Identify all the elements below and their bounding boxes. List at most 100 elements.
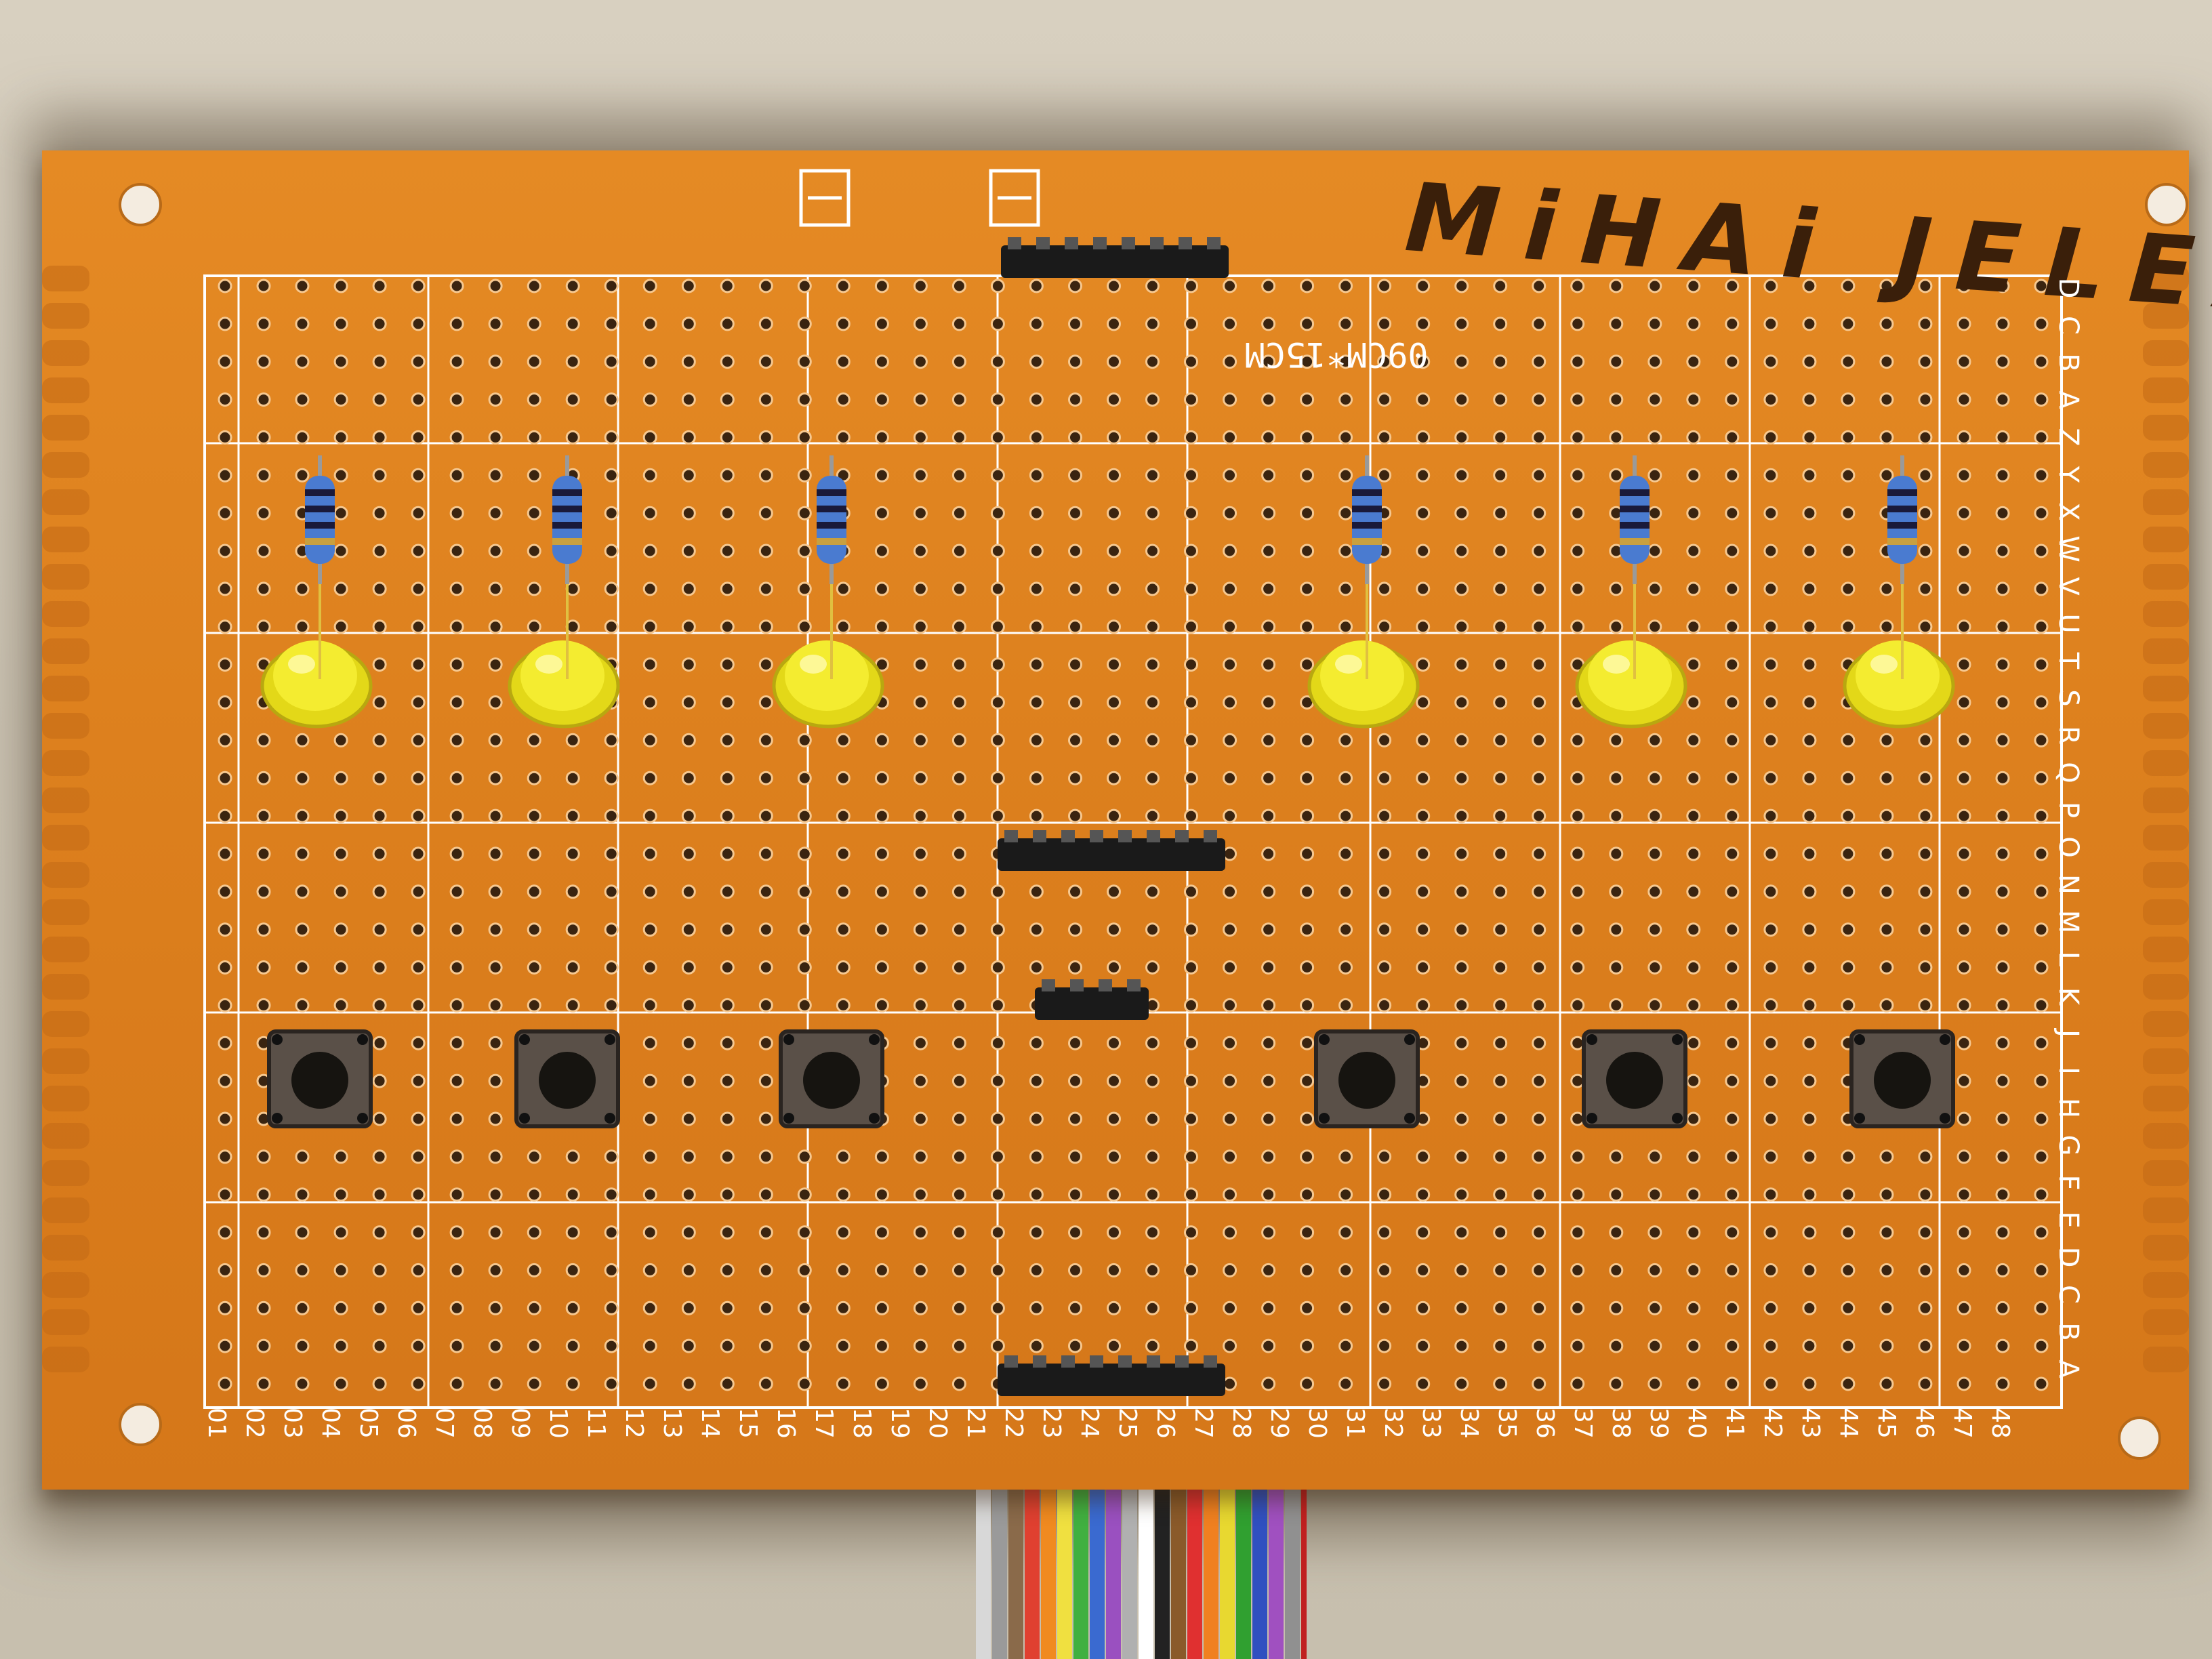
- board-hole: [1338, 1187, 1353, 1202]
- board-hole: [1493, 960, 1508, 975]
- board-hole: [1493, 733, 1508, 747]
- board-hole: [372, 808, 387, 823]
- board-hole: [1879, 1376, 1894, 1391]
- board-hole: [836, 884, 851, 899]
- board-hole: [1068, 808, 1082, 823]
- column-number-label: 13: [658, 1408, 686, 1439]
- board-hole: [1995, 468, 2010, 483]
- board-hole: [1068, 279, 1082, 293]
- board-hole: [372, 733, 387, 747]
- board-hole: [1995, 392, 2010, 407]
- board-hole: [604, 619, 619, 634]
- board-hole: [681, 657, 696, 672]
- board-hole: [411, 922, 426, 937]
- board-hole: [874, 279, 889, 293]
- board-hole: [758, 354, 773, 369]
- board-hole: [1763, 771, 1778, 785]
- board-hole: [1416, 279, 1431, 293]
- board-hole: [2034, 581, 2049, 596]
- board-hole: [1300, 1111, 1315, 1126]
- board-hole: [372, 430, 387, 445]
- board-hole: [913, 846, 928, 861]
- board-hole: [1184, 808, 1198, 823]
- board-hole: [990, 695, 1005, 710]
- board-hole: [449, 1225, 464, 1240]
- push-button-corner: [783, 1034, 794, 1045]
- board-hole: [1416, 733, 1431, 747]
- edge-pad-right: [2143, 1048, 2189, 1074]
- resistor: [305, 455, 335, 584]
- board-hole: [1609, 998, 1624, 1012]
- board-hole: [874, 733, 889, 747]
- board-hole: [1995, 733, 2010, 747]
- column-number-label: 15: [734, 1408, 762, 1439]
- edge-pad-left: [42, 415, 89, 441]
- board-hole: [1261, 1376, 1276, 1391]
- board-hole: [1879, 430, 1894, 445]
- board-hole: [990, 279, 1005, 293]
- board-hole: [1802, 1149, 1817, 1164]
- board-hole: [1377, 884, 1392, 899]
- pin-header-pin: [1008, 237, 1021, 249]
- edge-pad-right: [2143, 899, 2189, 925]
- resistor: [1620, 455, 1650, 584]
- board-hole: [990, 657, 1005, 672]
- pin-header-small: [1035, 979, 1149, 1020]
- board-hole: [218, 1338, 232, 1353]
- board-hole: [1570, 1263, 1585, 1277]
- board-hole: [1532, 279, 1547, 293]
- board-hole: [1223, 1149, 1237, 1164]
- board-hole: [1725, 1149, 1740, 1164]
- board-hole: [1184, 771, 1198, 785]
- board-hole: [720, 392, 735, 407]
- board-hole: [1995, 1036, 2010, 1050]
- board-hole: [333, 808, 348, 823]
- ribbon-wire: [1025, 1477, 1040, 1659]
- board-hole: [1647, 354, 1662, 369]
- board-hole: [1454, 1073, 1469, 1088]
- board-hole: [1223, 922, 1237, 937]
- board-hole: [1802, 808, 1817, 823]
- board-hole: [720, 1263, 735, 1277]
- board-hole: [836, 354, 851, 369]
- edge-pad-right: [2143, 564, 2189, 590]
- board-hole: [1107, 619, 1121, 634]
- board-hole: [1107, 1300, 1121, 1315]
- column-number-label: 43: [1797, 1408, 1824, 1439]
- board-hole: [1532, 506, 1547, 520]
- board-hole: [1029, 922, 1044, 937]
- board-hole: [1570, 1187, 1585, 1202]
- board-hole: [874, 1187, 889, 1202]
- perfboard: 09CM*15CM: [42, 150, 2189, 1490]
- board-hole: [836, 1300, 851, 1315]
- board-hole: [218, 1111, 232, 1126]
- board-hole: [1223, 1111, 1237, 1126]
- board-hole: [874, 1225, 889, 1240]
- board-hole: [1261, 922, 1276, 937]
- edge-pad-right: [2143, 862, 2189, 888]
- pin-header-top: [1001, 237, 1229, 278]
- board-hole: [333, 922, 348, 937]
- edge-pad-left: [42, 1048, 89, 1074]
- board-hole: [1995, 1187, 2010, 1202]
- board-hole: [1029, 657, 1044, 672]
- board-hole: [836, 1376, 851, 1391]
- board-hole: [681, 1111, 696, 1126]
- board-hole: [990, 884, 1005, 899]
- edge-pad-left: [42, 937, 89, 962]
- board-hole: [681, 506, 696, 520]
- edge-pad-right: [2143, 1123, 2189, 1149]
- resistor: [552, 455, 582, 584]
- board-hole: [1416, 506, 1431, 520]
- board-hole: [1454, 733, 1469, 747]
- board-hole: [990, 1300, 1005, 1315]
- board-hole: [1454, 808, 1469, 823]
- board-hole: [1493, 657, 1508, 672]
- board-hole: [1841, 392, 1856, 407]
- board-hole: [681, 733, 696, 747]
- board-hole: [1802, 316, 1817, 331]
- board-hole: [990, 960, 1005, 975]
- board-hole: [1261, 1225, 1276, 1240]
- board-hole: [411, 1263, 426, 1277]
- board-hole: [797, 1263, 812, 1277]
